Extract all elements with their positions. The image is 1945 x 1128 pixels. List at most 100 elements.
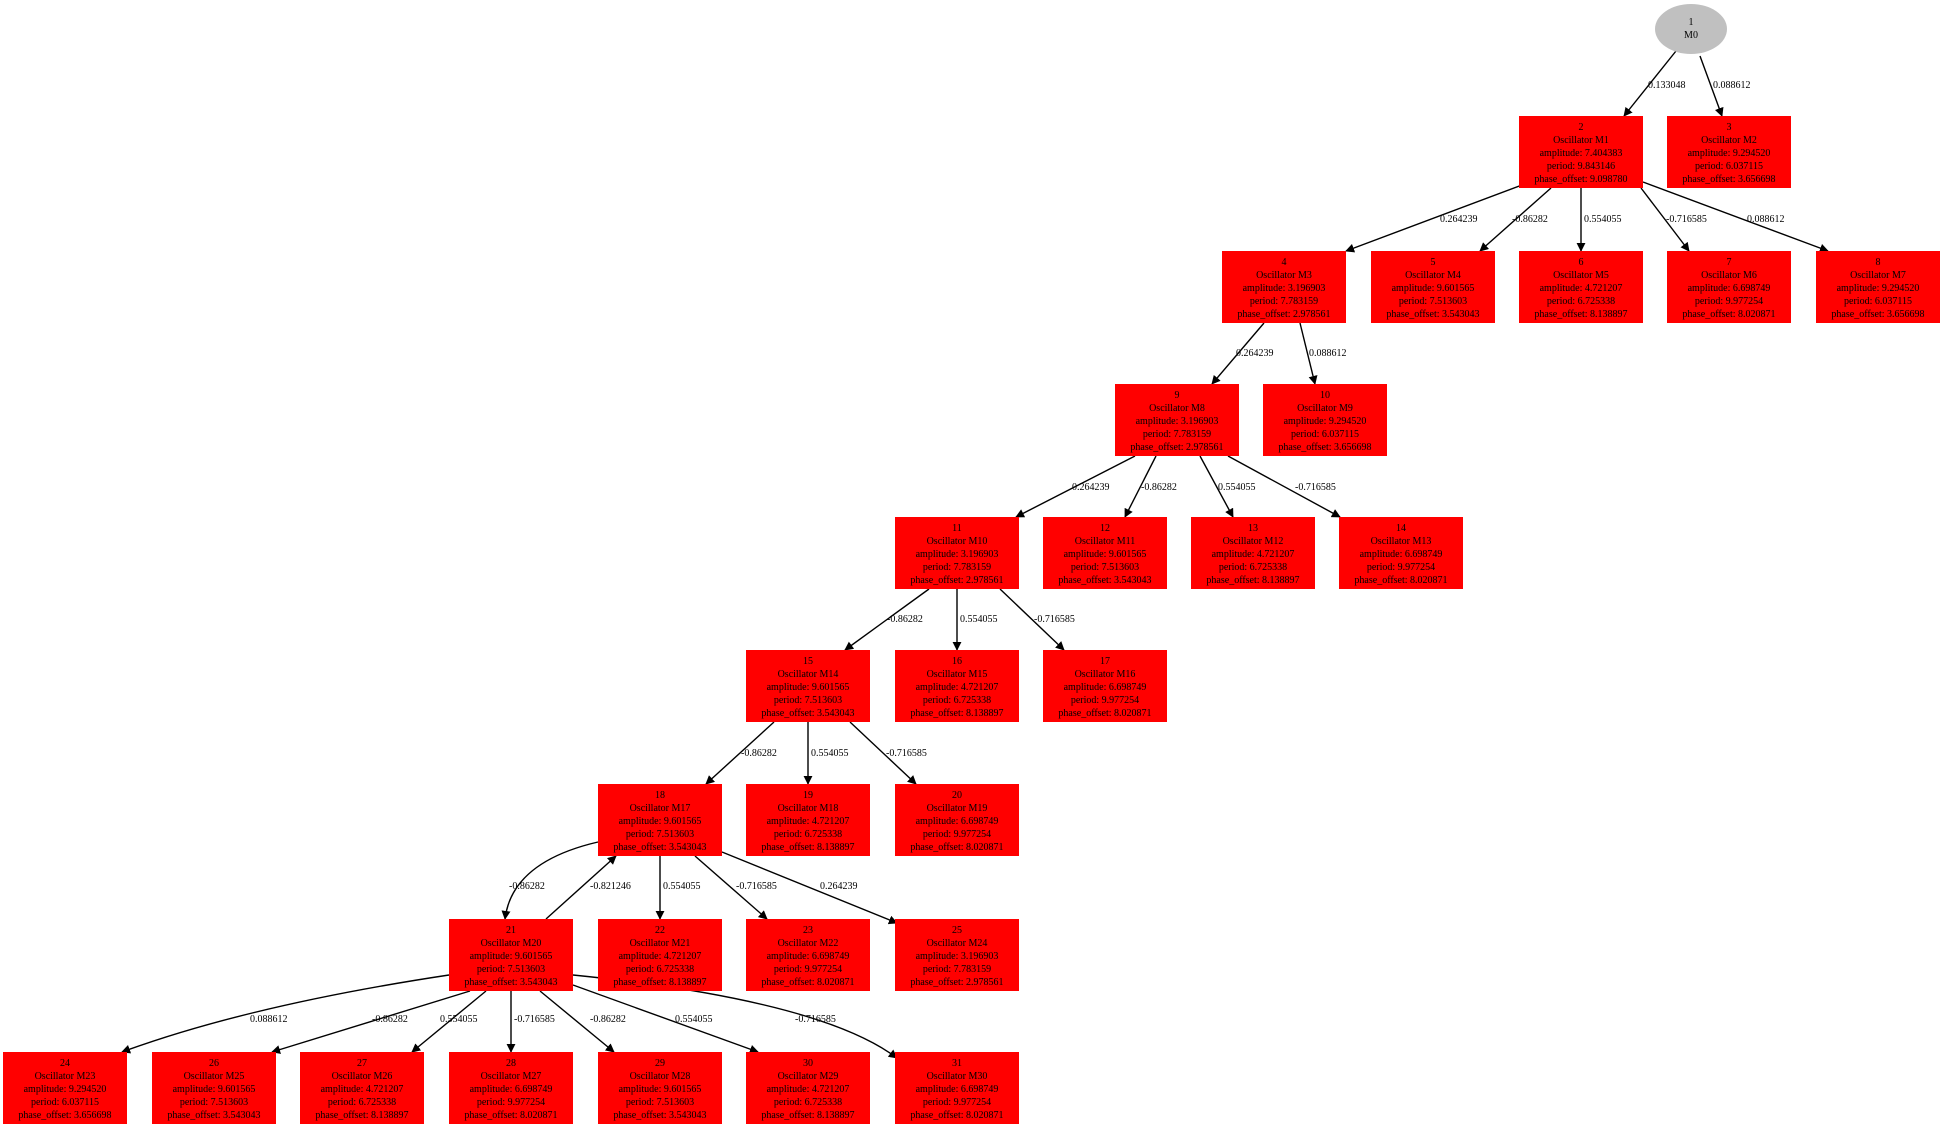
node-amplitude: amplitude: 9.601565 [173, 1084, 256, 1095]
edge-weight-label: -0.86282 [1141, 482, 1177, 493]
edge-1-2: 0.133048 [1623, 50, 1686, 117]
node-id: 22 [655, 925, 665, 936]
node-phase-offset: phase_offset: 2.978561 [910, 575, 1003, 586]
node-period: period: 6.037115 [31, 1097, 99, 1108]
edge-line [1015, 455, 1136, 518]
node-title: Oscillator M20 [481, 938, 542, 949]
node-id: 6 [1579, 257, 1584, 268]
node-period: period: 9.977254 [923, 829, 991, 840]
node-period: period: 6.037115 [1291, 429, 1359, 440]
node-box [1667, 251, 1791, 323]
node-period: period: 7.513603 [180, 1097, 248, 1108]
node-amplitude: amplitude: 4.721207 [767, 1084, 850, 1095]
edge-21-18: -0.821246 [545, 855, 631, 920]
edge-18-22: 0.554055 [655, 856, 701, 920]
edge-line [1199, 455, 1234, 518]
node-id: 17 [1100, 656, 1110, 667]
edge-line [721, 851, 898, 925]
node-title: Oscillator M26 [332, 1071, 393, 1082]
edge-weight-label: -0.86282 [509, 881, 545, 892]
node-box [895, 919, 1019, 991]
node-box [1667, 116, 1791, 188]
node-id: 1 [1689, 17, 1694, 28]
node-box [1115, 384, 1239, 456]
node-amplitude: amplitude: 9.601565 [619, 1084, 702, 1095]
node-id: 30 [803, 1058, 813, 1069]
edge-11-16: 0.554055 [952, 589, 998, 651]
edge-weight-label: -0.86282 [1512, 214, 1548, 225]
node-amplitude: amplitude: 9.601565 [1392, 283, 1475, 294]
node-amplitude: amplitude: 6.698749 [1360, 549, 1443, 560]
edge-weight-label: -0.716585 [886, 748, 927, 759]
edge-weight-label: 0.133048 [1648, 80, 1686, 91]
node-amplitude: amplitude: 4.721207 [321, 1084, 404, 1095]
edge-line [411, 990, 487, 1053]
node-id: 9 [1175, 390, 1180, 401]
edge-line [1299, 322, 1318, 385]
node-box [1371, 251, 1495, 323]
node-amplitude: amplitude: 4.721207 [916, 682, 999, 693]
node-id: 15 [803, 656, 813, 667]
node-phase-offset: phase_offset: 8.138897 [1534, 309, 1627, 320]
node-amplitude: amplitude: 6.698749 [916, 1084, 999, 1095]
node-id: 10 [1320, 390, 1330, 401]
edge-18-23: -0.716585 [694, 855, 777, 920]
node-phase-offset: phase_offset: 3.656698 [18, 1110, 111, 1121]
edge-line [844, 588, 930, 651]
edge-weight-label: 0.088612 [250, 1014, 288, 1025]
edge-9-11: 0.264239 [1015, 455, 1136, 518]
node-amplitude: amplitude: 9.294520 [1284, 416, 1367, 427]
edge-weight-label: 0.088612 [1713, 80, 1751, 91]
node-box [895, 784, 1019, 856]
edge-11-15: -0.86282 [844, 588, 930, 651]
node-title: Oscillator M13 [1371, 536, 1432, 547]
edge-weight-label: 0.554055 [675, 1014, 713, 1025]
node-phase-offset: phase_offset: 8.020871 [1058, 708, 1151, 719]
edge-weight-label: 0.264239 [1440, 214, 1478, 225]
node-period: period: 6.037115 [1844, 296, 1912, 307]
node-period: period: 6.725338 [626, 964, 694, 975]
node-box [152, 1052, 276, 1124]
node-phase-offset: phase_offset: 3.656698 [1682, 174, 1775, 185]
node-amplitude: amplitude: 9.601565 [470, 951, 553, 962]
edge-weight-label: 0.088612 [1309, 348, 1347, 359]
node-id: 23 [803, 925, 813, 936]
node-id: 19 [803, 790, 813, 801]
node-period: period: 7.513603 [1399, 296, 1467, 307]
node-id: 7 [1727, 257, 1732, 268]
node-period: period: 7.513603 [1071, 562, 1139, 573]
node-id: 27 [357, 1058, 367, 1069]
edge-line [1640, 187, 1690, 252]
node-amplitude: amplitude: 6.698749 [470, 1084, 553, 1095]
node-period: period: 9.977254 [923, 1097, 991, 1108]
node-amplitude: amplitude: 4.721207 [1540, 283, 1623, 294]
node-box [746, 650, 870, 722]
edge-line [121, 974, 450, 1054]
edge-9-13: 0.554055 [1199, 455, 1256, 518]
node-title: Oscillator M30 [927, 1071, 988, 1082]
edge-2-6: 0.554055 [1576, 188, 1622, 252]
node-id: 31 [952, 1058, 962, 1069]
node-amplitude: amplitude: 3.196903 [916, 549, 999, 560]
node-amplitude: amplitude: 6.698749 [1064, 682, 1147, 693]
node-period: period: 9.977254 [1071, 695, 1139, 706]
node-period: period: 6.725338 [774, 829, 842, 840]
node-amplitude: amplitude: 3.196903 [1136, 416, 1219, 427]
node-phase-offset: phase_offset: 8.020871 [1682, 309, 1775, 320]
node-phase-offset: phase_offset: 3.543043 [1386, 309, 1479, 320]
node-box [746, 1052, 870, 1124]
node-id: 26 [209, 1058, 219, 1069]
edge-weight-label: 0.264239 [1072, 482, 1110, 493]
node-phase-offset: phase_offset: 9.098780 [1534, 174, 1627, 185]
edges-layer: 0.133048 0.088612 0.264239 -0.86282 0.554055… [121, 50, 1829, 1059]
edge-18-25: 0.264239 [721, 851, 898, 925]
